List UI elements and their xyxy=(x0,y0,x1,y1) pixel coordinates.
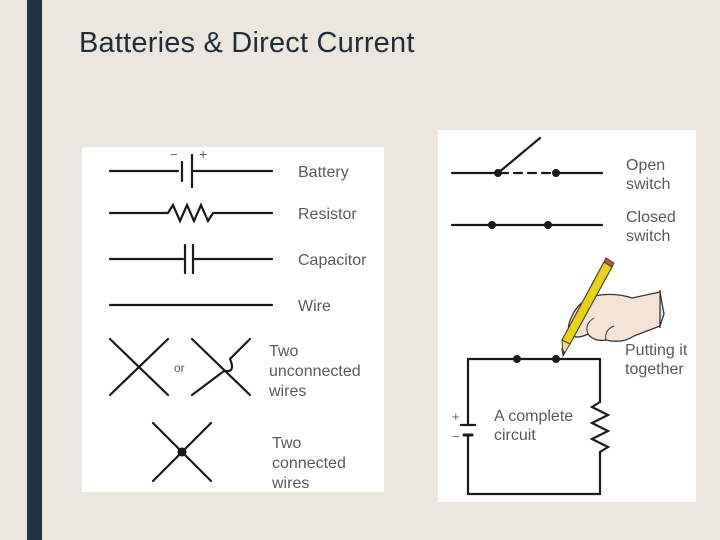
complete-circuit-label-2: circuit xyxy=(494,427,536,444)
unconnected-label-1: Two xyxy=(269,343,298,360)
circuit-panel: Open switch Closed switch Putting it tog… xyxy=(438,130,696,502)
symbols-panel: − + Battery Resistor Capacitor Wire or T… xyxy=(82,147,384,492)
battery-minus-label: − xyxy=(170,147,178,162)
circuit-diagram: Open switch Closed switch Putting it tog… xyxy=(450,136,688,496)
battery-symbol xyxy=(108,153,274,189)
complete-circuit xyxy=(459,357,611,496)
symbols-diagram: − + Battery Resistor Capacitor Wire or T… xyxy=(108,147,367,492)
closed-switch-label-1: Closed xyxy=(626,209,676,226)
unconnected-wires-symbol-a xyxy=(108,337,170,397)
slide-title: Batteries & Direct Current xyxy=(79,27,415,59)
capacitor-label: Capacitor xyxy=(298,252,367,269)
unconnected-label-3: wires xyxy=(268,383,306,400)
unconnected-label-2: unconnected xyxy=(269,363,361,380)
resistor-label: Resistor xyxy=(298,206,357,223)
connected-label-3: wires xyxy=(271,475,309,492)
battery-plus-label: + xyxy=(199,147,207,162)
switch-contacts xyxy=(488,169,560,363)
capacitor-symbol xyxy=(108,243,274,275)
unconnected-wires-symbol-b xyxy=(190,337,252,397)
resistor-symbol xyxy=(108,202,274,224)
circuit-battery-plus: + xyxy=(452,409,460,424)
putting-label-1: Putting it xyxy=(625,342,688,359)
accent-bar xyxy=(27,0,42,540)
connected-label-1: Two xyxy=(272,435,301,452)
putting-label-2: together xyxy=(625,361,684,378)
wire-label: Wire xyxy=(298,298,331,315)
circuit-battery-minus: − xyxy=(452,429,460,444)
battery-label: Battery xyxy=(298,164,349,181)
junction-dot xyxy=(177,447,187,457)
or-label: or xyxy=(174,361,185,375)
pencil-icon xyxy=(561,257,615,358)
closed-switch-label-2: switch xyxy=(626,228,670,245)
connected-label-2: connected xyxy=(272,455,346,472)
open-switch-symbol xyxy=(450,136,604,175)
complete-circuit-label-1: A complete xyxy=(494,408,573,425)
open-switch-label-1: Open xyxy=(626,157,665,174)
open-switch-label-2: switch xyxy=(626,176,670,193)
